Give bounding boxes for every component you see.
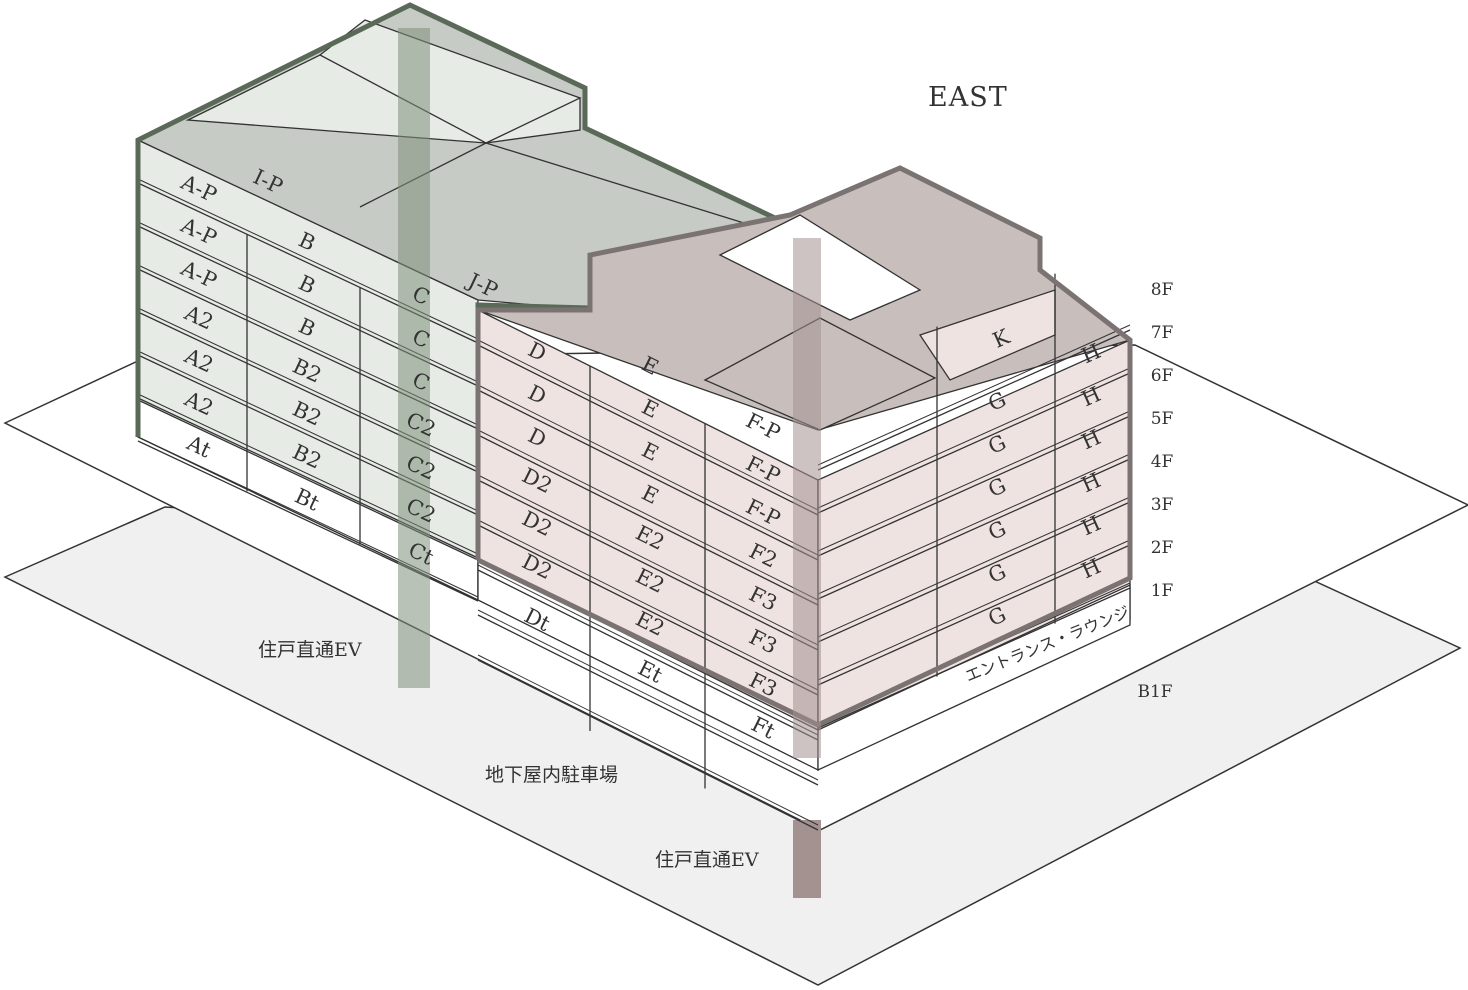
- divider-line: [477, 524, 819, 696]
- direction-label: EAST: [928, 82, 1008, 113]
- divider-line: [817, 587, 1131, 729]
- divider-line: [477, 609, 819, 781]
- east-outline: [475, 165, 1133, 728]
- divider-line: [477, 344, 819, 516]
- divider-line: [817, 496, 1131, 638]
- floor-label: B1F: [1137, 682, 1172, 702]
- floor-label: 3F: [1151, 495, 1174, 515]
- divider-line: [477, 479, 819, 651]
- floor-label: 2F: [1151, 538, 1174, 558]
- divider-line: [477, 389, 819, 561]
- divider-line: [477, 519, 819, 691]
- divider-line: [817, 539, 1131, 681]
- west-outline: [135, 2, 781, 560]
- west-block: [135, 2, 781, 602]
- divider-line: [477, 474, 819, 646]
- floor-label: 4F: [1151, 452, 1174, 472]
- divider-line: [477, 564, 819, 736]
- ev-shaft-east: [793, 238, 821, 758]
- divider-line: [817, 324, 1131, 466]
- west-roof-penthouse: [318, 19, 582, 144]
- divider-line: [817, 458, 1131, 600]
- floor-label: 7F: [1151, 323, 1174, 343]
- divider-line: [817, 415, 1131, 557]
- floor-labels: 8F 7F 6F 5F 4F 3F 2F 1F B1F: [1137, 280, 1173, 702]
- floor-label: 5F: [1151, 409, 1174, 429]
- divider-line: [817, 410, 1131, 552]
- floor-label: 8F: [1151, 280, 1174, 300]
- parking-label: 地下屋内駐車場: [485, 764, 618, 786]
- divider-line: [477, 659, 819, 831]
- divider-line: [477, 654, 819, 826]
- divider-line: [477, 434, 819, 606]
- ev-label-east: 住戸直通EV: [655, 849, 759, 871]
- ev-label-west: 住戸直通EV: [258, 639, 362, 661]
- divider-line: [477, 429, 819, 601]
- ev-shaft-east-lower: [793, 820, 821, 898]
- divider-line: [477, 614, 819, 786]
- divider-line: [817, 367, 1131, 509]
- divider-line: [817, 329, 1131, 471]
- divider-line: [817, 453, 1131, 595]
- floor-label: 1F: [1151, 581, 1174, 601]
- divider-line: [817, 501, 1131, 643]
- ev-shaft-west: [398, 28, 430, 688]
- divider-line: [477, 569, 819, 741]
- divider-line: [477, 339, 819, 511]
- divider-line: [817, 544, 1131, 686]
- divider-line: [817, 372, 1131, 514]
- divider-line: [477, 384, 819, 556]
- floor-label: 6F: [1151, 366, 1174, 386]
